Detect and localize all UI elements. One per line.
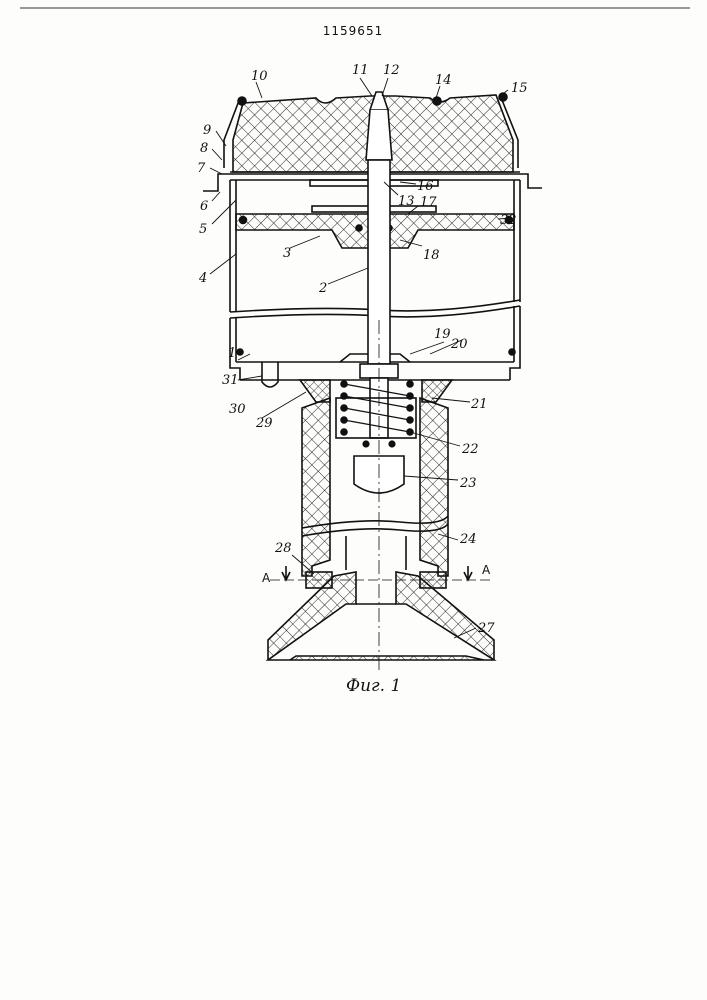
- label-1: 1: [228, 346, 236, 361]
- label-30: 30: [229, 402, 246, 417]
- label-19: 19: [434, 327, 451, 342]
- sleeve-wall-left: [302, 398, 330, 576]
- label-15: 15: [511, 81, 528, 96]
- label-21: 21: [470, 397, 488, 412]
- seal-ring-left: [238, 97, 246, 105]
- label-14: 14: [435, 73, 452, 88]
- label-2: 2: [318, 281, 327, 296]
- section-arrow-left: [282, 566, 290, 580]
- figure-caption: Фиг. 1: [346, 676, 436, 696]
- label-5: 5: [199, 222, 207, 237]
- label-24: 24: [459, 532, 477, 547]
- section-arrow-right: [464, 566, 472, 580]
- bell-27: [268, 572, 494, 660]
- label-29: 29: [255, 416, 273, 431]
- label-23: 23: [459, 476, 477, 491]
- label-3: 3: [283, 246, 291, 261]
- seal-31: [237, 349, 243, 355]
- piston-seal-inner-left: [356, 225, 362, 231]
- label-22: 22: [461, 442, 479, 457]
- rod-cone: [366, 110, 392, 160]
- label-11: 11: [352, 63, 369, 78]
- label-27: 27: [477, 621, 495, 636]
- sleeve-wall-right: [420, 398, 448, 576]
- rod-tip: [370, 92, 388, 110]
- label-20: 20: [450, 337, 468, 352]
- label-7: 7: [197, 161, 206, 176]
- label-13: 13: [398, 194, 415, 209]
- label-17: 17: [420, 195, 437, 210]
- label-12: 12: [383, 63, 400, 78]
- label-4: 4: [198, 271, 207, 286]
- label-9: 9: [203, 123, 211, 138]
- label-16: 16: [417, 179, 434, 194]
- section-mark-left: A: [262, 571, 271, 585]
- seal-ring-14: [433, 97, 441, 105]
- housing-wall-right-lower: [510, 306, 520, 380]
- label-6: 6: [200, 199, 208, 214]
- section-mark-right: A: [482, 563, 491, 577]
- piston-seal-left: [240, 217, 247, 224]
- label-32: 32: [500, 213, 517, 228]
- label-28: 28: [274, 541, 292, 556]
- funnel-left: [300, 380, 330, 402]
- label-8: 8: [200, 141, 208, 156]
- plug-30: [262, 362, 278, 387]
- label-10: 10: [251, 69, 268, 84]
- label-31: 31: [222, 373, 239, 388]
- label-18: 18: [423, 248, 440, 263]
- seal-right-lower: [509, 349, 515, 355]
